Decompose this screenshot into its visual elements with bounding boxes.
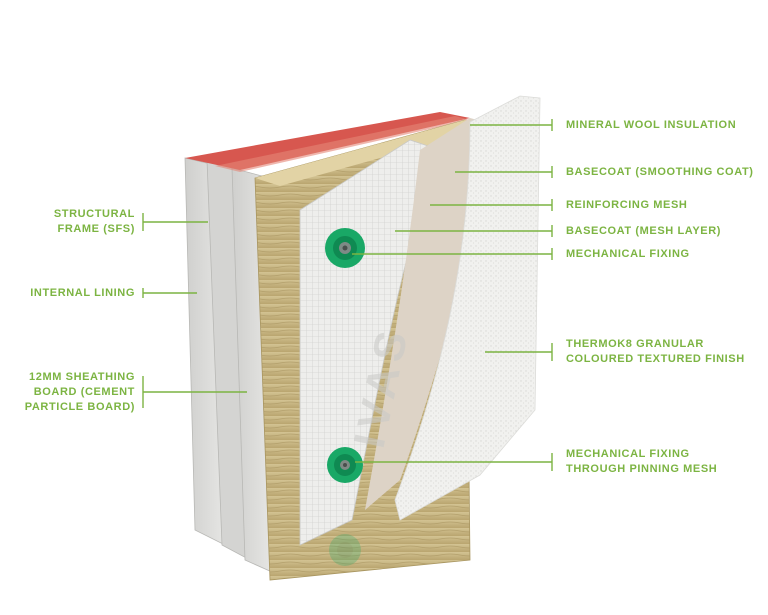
label-textured-finish-line-1: THERMOK8 GRANULAR	[566, 338, 704, 350]
label-sheathing-board: 12MM SHEATHING BOARD (CEMENT PARTICLE BO…	[25, 370, 135, 415]
leader-lines-left	[142, 213, 247, 408]
label-structural-frame: STRUCTURAL FRAME (SFS)	[54, 207, 135, 237]
label-textured-finish-line-2: COLOURED TEXTURED FINISH	[566, 353, 745, 365]
label-sheathing-board-line-3: PARTICLE BOARD)	[24, 401, 135, 413]
label-basecoat-smoothing-coat: BASECOAT (SMOOTHING COAT)	[566, 166, 754, 178]
frame-top-edge-light	[215, 116, 470, 172]
label-fixing-through-mesh-line-1: MECHANICAL FIXING	[566, 448, 690, 460]
mechanical-fixing-lower	[327, 447, 363, 483]
label-textured-finish: THERMOK8 GRANULAR COLOURED TEXTURED FINI…	[566, 337, 745, 367]
label-internal-lining: INTERNAL LINING	[30, 287, 135, 299]
frame-top-edge	[185, 112, 470, 170]
label-mineral-wool-insulation: MINERAL WOOL INSULATION	[566, 119, 737, 131]
mechanical-fixing-upper	[325, 228, 365, 268]
label-mechanical-fixing: MECHANICAL FIXING	[566, 248, 690, 260]
textured-finish-layer	[394, 95, 541, 521]
label-structural-frame-line-2: FRAME (SFS)	[57, 223, 135, 235]
label-sheathing-board-line-1: 12MM SHEATHING	[29, 371, 135, 383]
label-fixing-through-mesh: MECHANICAL FIXING THROUGH PINNING MESH	[566, 447, 717, 477]
leader-lines-right	[352, 119, 553, 471]
label-sheathing-board-line-2: BOARD (CEMENT	[33, 386, 135, 398]
label-basecoat-mesh-layer: BASECOAT (MESH LAYER)	[566, 225, 721, 237]
mineral-wool-top	[255, 120, 488, 186]
label-reinforcing-mesh: REINFORCING MESH	[566, 199, 688, 211]
label-fixing-through-mesh-line-2: THROUGH PINNING MESH	[566, 463, 718, 475]
label-structural-frame-line-1: STRUCTURAL	[53, 208, 135, 220]
fixing-reflection	[329, 534, 361, 566]
